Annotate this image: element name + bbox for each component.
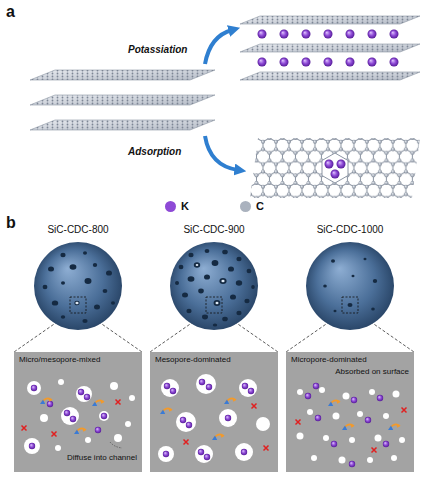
pore-panel: Micropore-dominatedAbsorbed on surface: [286, 352, 414, 472]
porous-sphere: [305, 241, 395, 331]
panel-text: Micropore-dominated: [291, 355, 409, 365]
panel-text: Micro/mesopore-mixed: [19, 355, 137, 365]
porous-sphere: [169, 241, 259, 331]
panel-text: Diffuse into channel: [67, 453, 137, 463]
sphere-node: SiC-CDC-1000: [280, 222, 420, 334]
porous-sphere: [33, 241, 123, 331]
legend-item: K: [165, 200, 189, 212]
atom-swatch: [240, 201, 251, 212]
pore-panel: Micro/mesopore-mixedDiffuse into channel: [14, 352, 142, 472]
process-label: Potassiation: [128, 44, 187, 55]
atom-swatch: [165, 201, 176, 212]
graphene-illustration: [0, 0, 429, 215]
pore-panel: Mesopore-dominated: [150, 352, 278, 472]
sphere-node: SiC-CDC-900: [144, 222, 284, 334]
sample-label: SiC-CDC-900: [144, 224, 284, 235]
legend-text: C: [256, 200, 264, 212]
legend-text: K: [181, 200, 189, 212]
sphere-node: SiC-CDC-800: [8, 222, 148, 334]
panel-letter: a: [6, 3, 15, 21]
panel-text: Mesopore-dominated: [155, 355, 273, 365]
panel-text: Absorbed on surface: [335, 367, 409, 377]
process-label: Adsorption: [128, 146, 181, 157]
panel-letter: b: [6, 214, 16, 232]
legend-item: C: [240, 200, 264, 212]
sample-label: SiC-CDC-800: [8, 224, 148, 235]
pore-illustration: [150, 352, 278, 472]
sample-label: SiC-CDC-1000: [280, 224, 420, 235]
